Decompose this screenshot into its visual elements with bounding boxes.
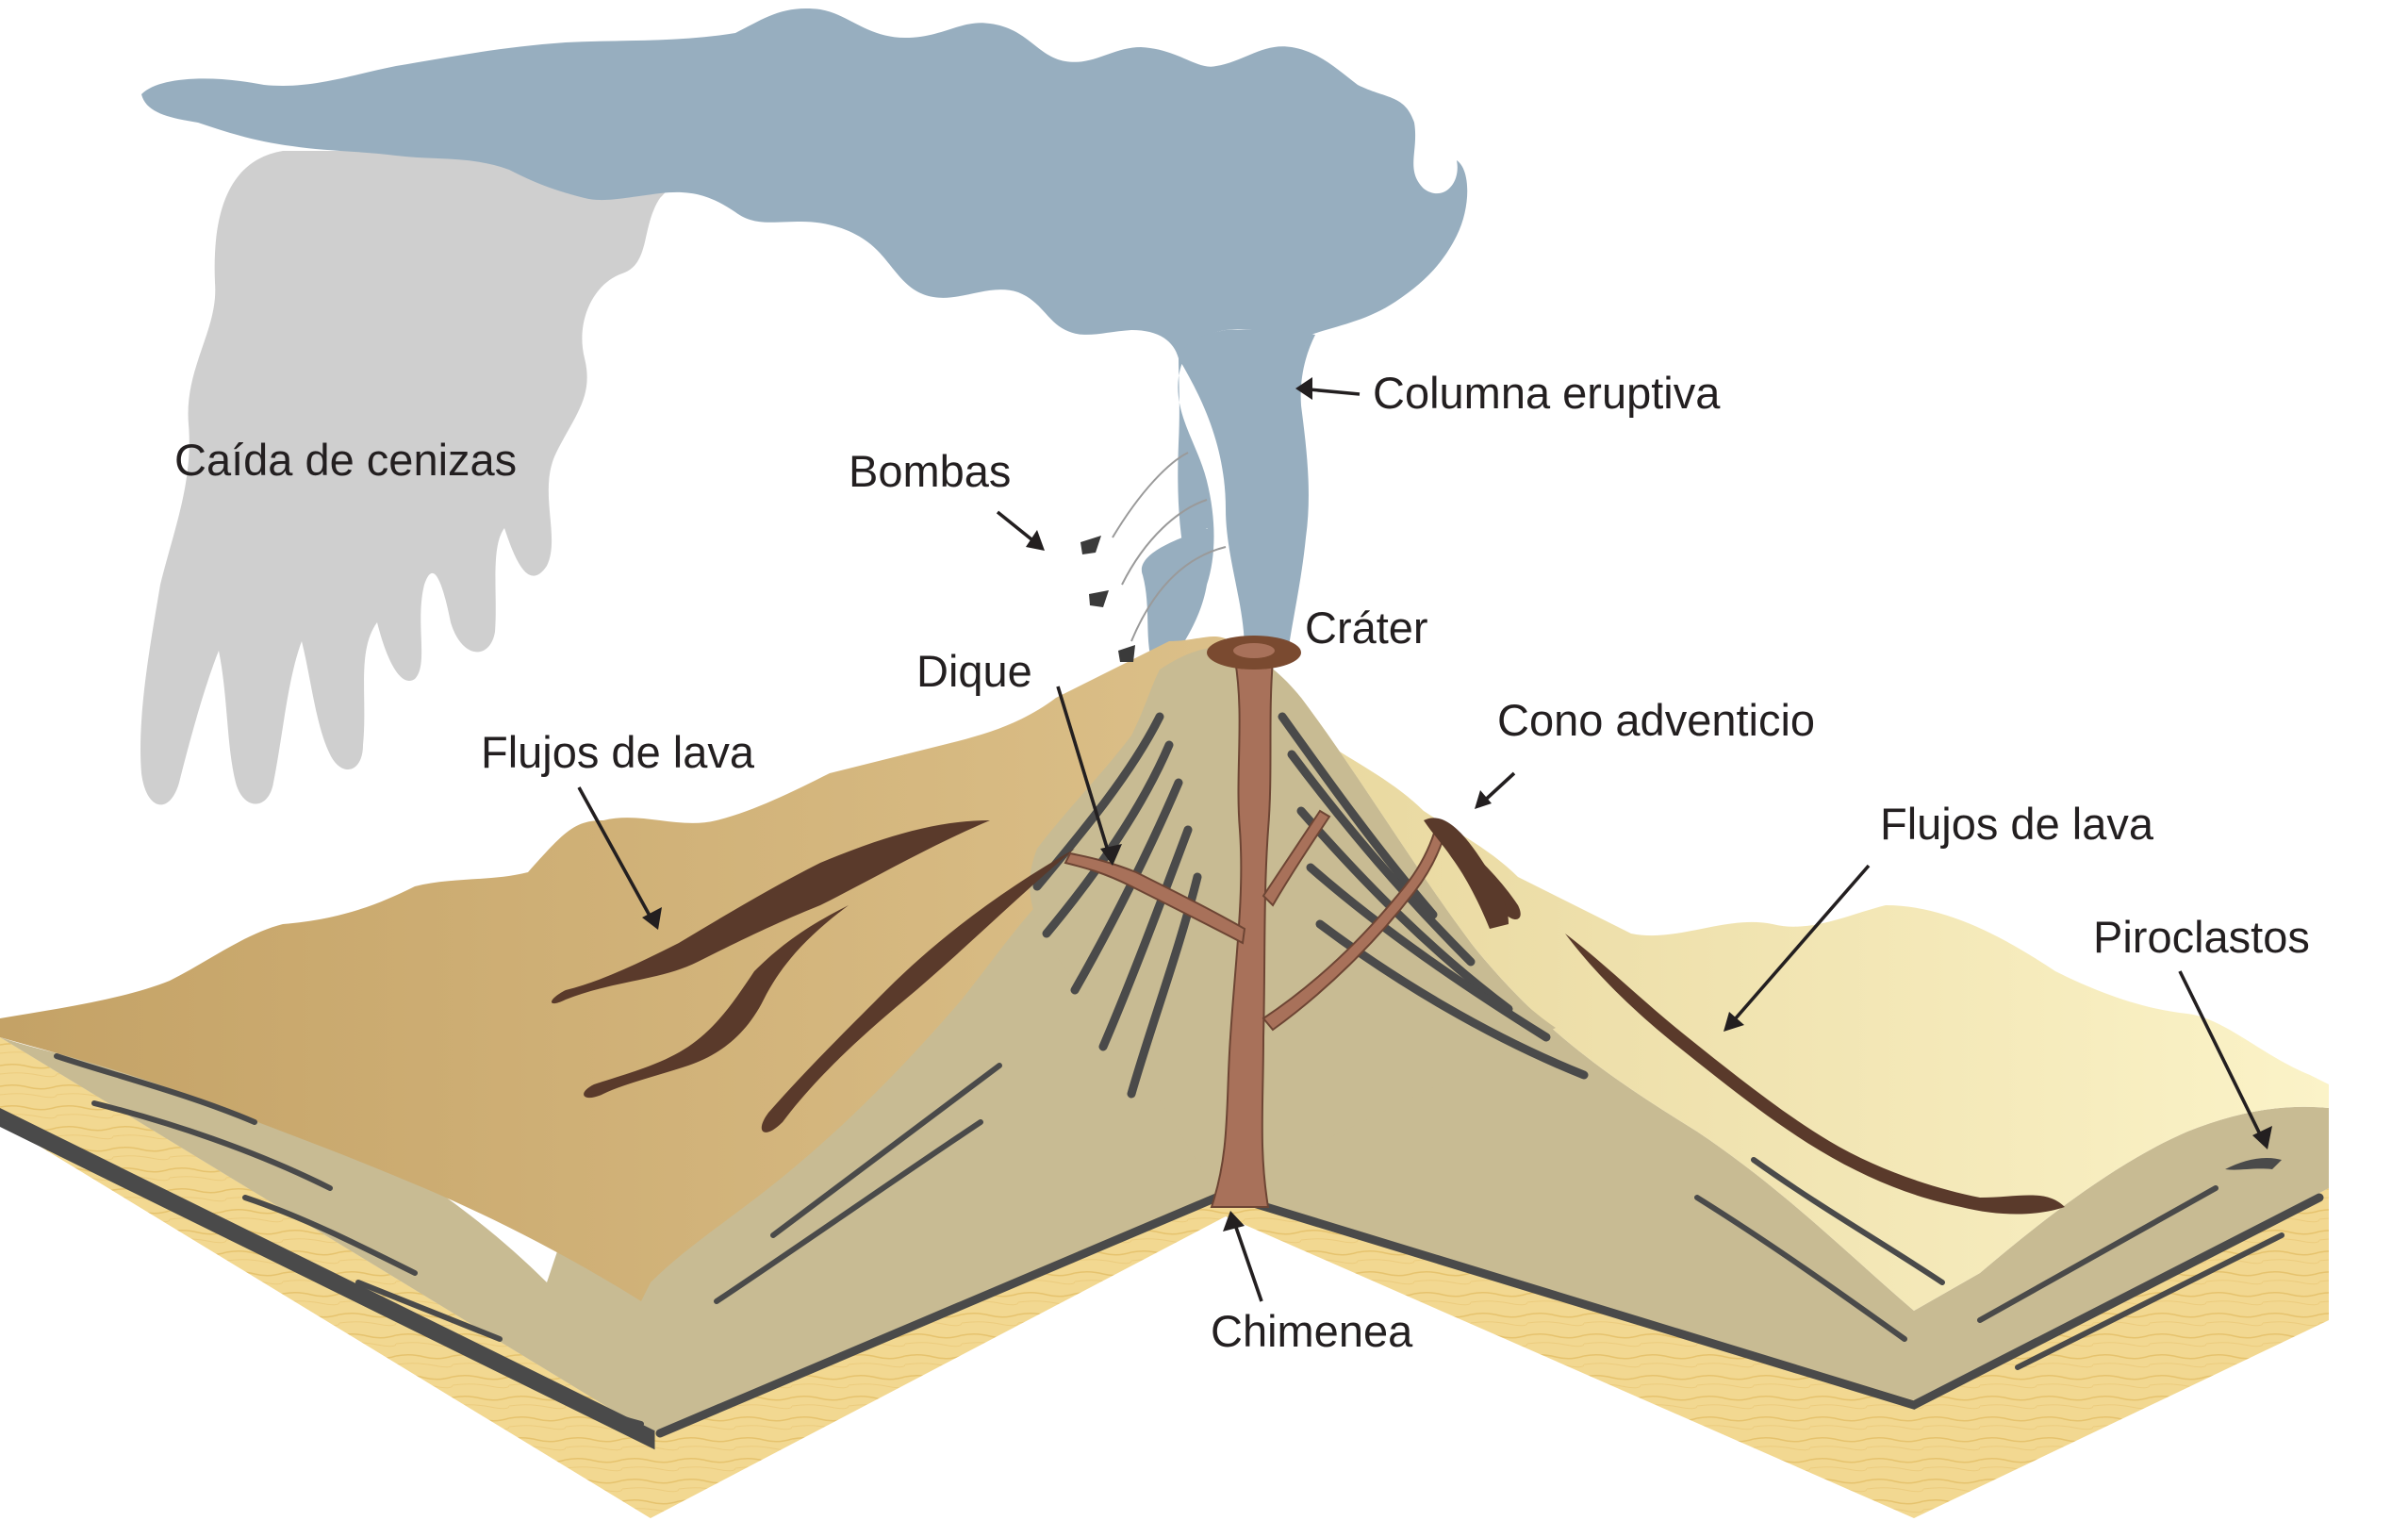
conduit-and-dikes [1064, 659, 1449, 1208]
bomb-2 [1089, 590, 1109, 607]
ash-plume [141, 8, 1468, 661]
label-columna-eruptiva: Columna eruptiva [1373, 368, 1721, 418]
left-surface [0, 637, 1245, 1301]
label-chimenea: Chimenea [1211, 1306, 1413, 1356]
strata-lines [0, 712, 2324, 1450]
dike-right-upper [1262, 809, 1331, 907]
adventitious-cone [1424, 818, 1509, 929]
bomb-3 [1118, 645, 1135, 662]
right-surface [1273, 670, 2329, 1311]
label-bombas: Bombas [849, 446, 1011, 496]
ash-fall-cloud [140, 151, 678, 805]
label-flujos-lava-left: Flujos de lava [481, 727, 755, 777]
label-dique: Dique [916, 646, 1032, 696]
cone-surface [1030, 647, 1556, 1193]
label-piroclastos: Piroclastos [2093, 912, 2310, 962]
crater-inner [1233, 643, 1275, 658]
bomb-1 [1080, 536, 1101, 554]
label-cono-adventicio: Cono adventicio [1497, 695, 1815, 745]
dike-left [1064, 851, 1246, 945]
right-cut-face [1226, 679, 2329, 1400]
eruptive-column [1179, 329, 1315, 660]
label-crater: Cráter [1305, 603, 1428, 653]
label-flujos-lava-right: Flujos de lava [1880, 799, 2154, 849]
pyroclast-mark [2225, 1158, 2282, 1170]
bombs [1080, 452, 1227, 662]
label-caida-cenizas: Caída de cenizas [174, 435, 517, 485]
arrows [577, 377, 2272, 1302]
